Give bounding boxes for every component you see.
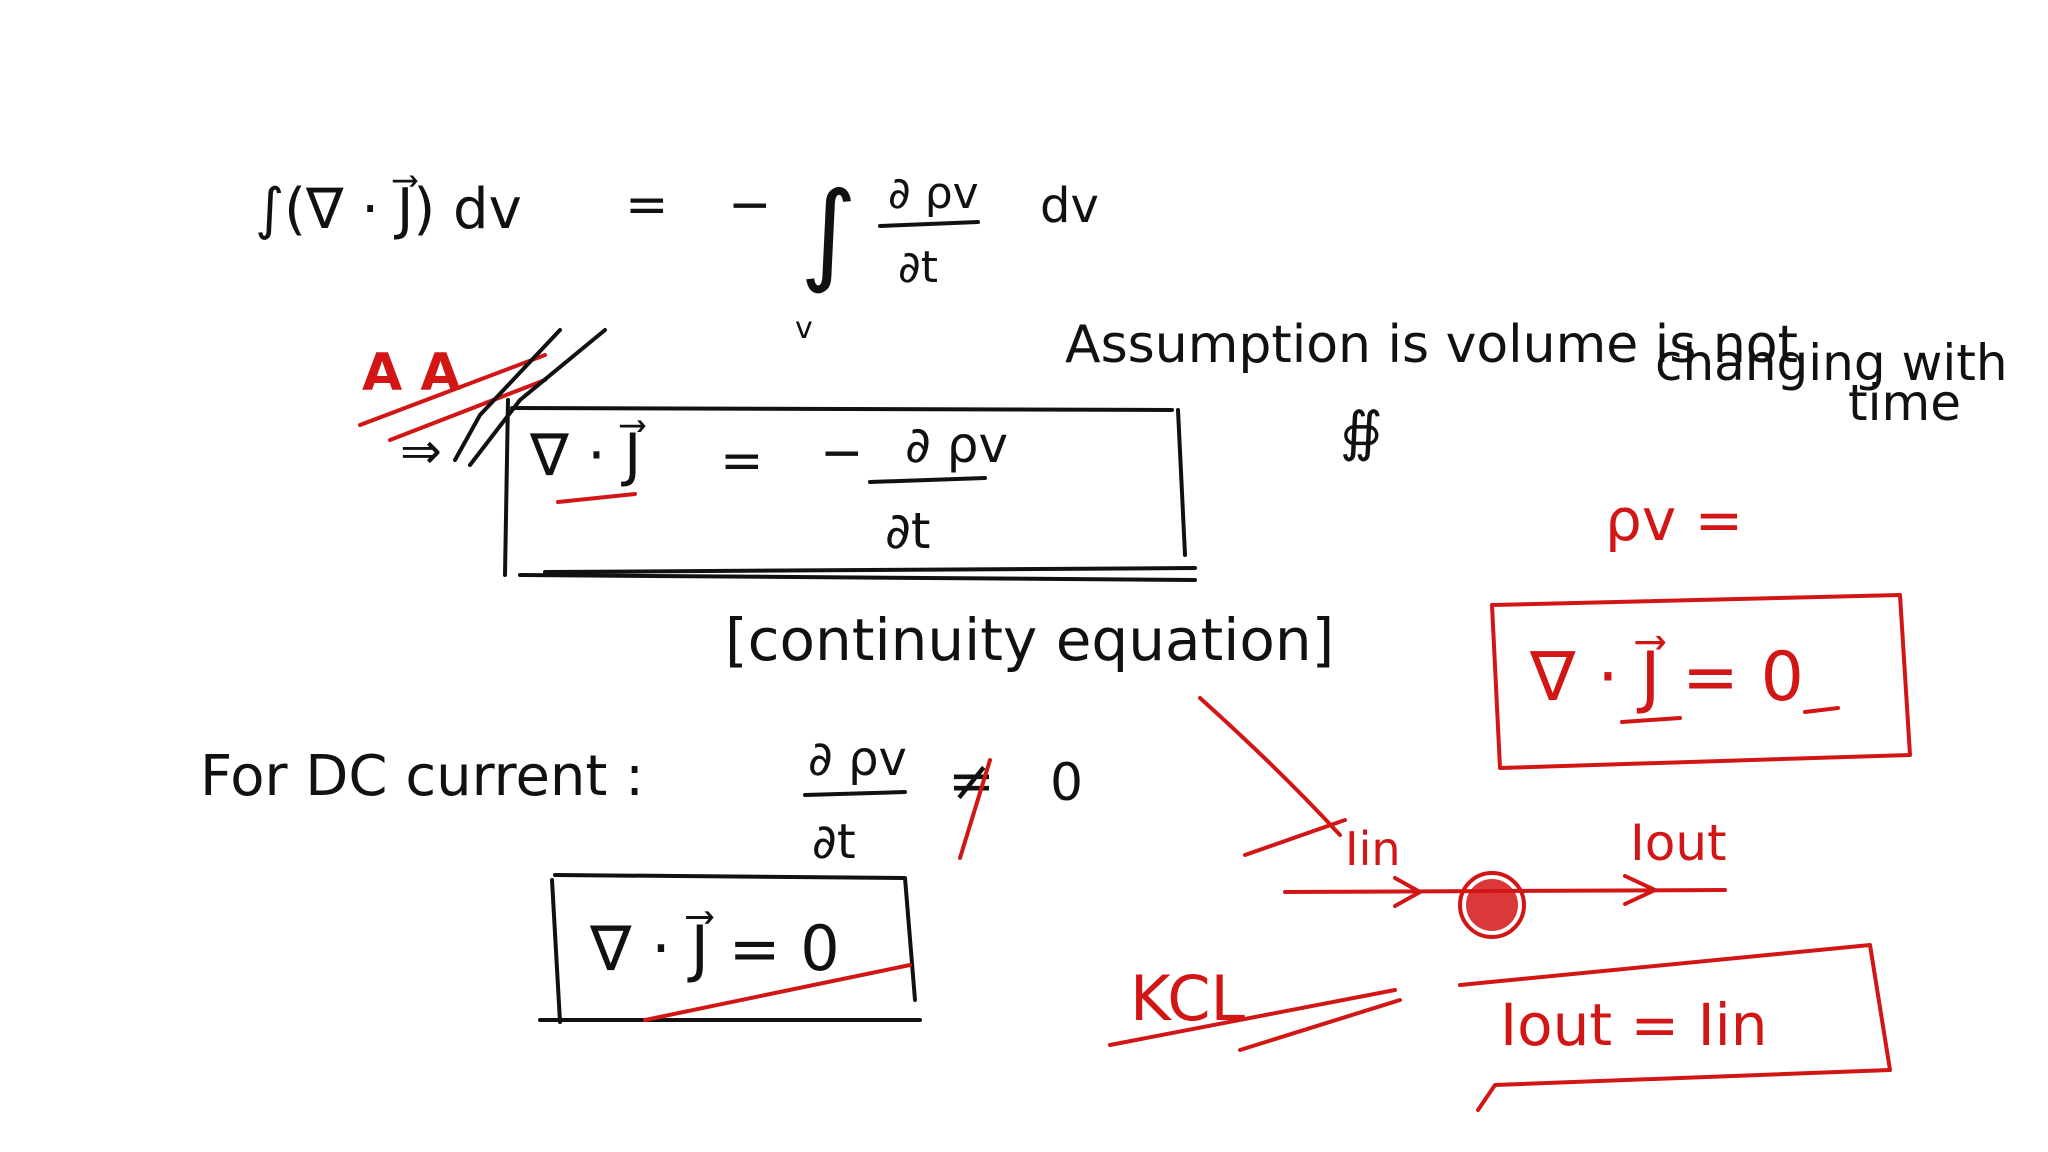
continuity-equals: = (720, 431, 764, 491)
continuity-fraction-bar (868, 476, 987, 484)
kcl-strike-2 (1238, 998, 1402, 1052)
in-arrow-head (1393, 876, 1422, 908)
assumption-note: Assumption is volume is not changing wit… (1065, 315, 2008, 463)
continuity-underline (556, 492, 637, 504)
kcl-node (1466, 879, 1518, 931)
integral-tick: v (795, 311, 813, 346)
dc-red-strike (643, 963, 912, 1022)
integral-lhs: ∫(∇ · J⃗) dv (255, 175, 522, 242)
dc-neq: ≠ (948, 749, 995, 814)
dc-box-frame (538, 873, 922, 1024)
dc-red-slash (958, 758, 992, 860)
dc-denominator: ∂t (812, 814, 856, 870)
dc-boxed-equation: ∇ · J⃗ = 0 (589, 912, 840, 985)
red-underline-zero (1803, 706, 1840, 714)
strike-line-1 (358, 353, 547, 427)
assumption-line-1: Assumption is volume is not (1065, 315, 1798, 375)
dc-zero: 0 (1050, 753, 1083, 813)
red-rho-label: ρv = (1605, 486, 1743, 554)
kcl-box-frame (1458, 943, 1892, 1112)
integral-minus: − (728, 175, 772, 235)
integral-fraction-bar (878, 220, 980, 228)
integral-equals: = (625, 175, 669, 235)
continuity-denominator: ∂t (885, 502, 930, 560)
continuity-numerator: ∂ ρv (905, 416, 1008, 474)
kcl-strike-1 (1108, 988, 1397, 1047)
continuity-equation-box: ∇ · J⃗ = − ∂ ρv ∂t [continuity equation] (503, 398, 1334, 674)
kcl-diagram: Iin Iout KCL Iout = Iin (1108, 696, 1892, 1112)
black-strike-scribble (453, 328, 607, 467)
continuity-label: [continuity equation] (725, 606, 1334, 674)
assumption-line-2: changing with (1655, 334, 2008, 392)
integral-sign: ∫ (800, 168, 857, 296)
continuity-lhs: ∇ · J⃗ (529, 419, 646, 489)
dc-numerator: ∂ ρv (808, 731, 907, 787)
red-divergence-box (1490, 593, 1912, 770)
iin-strike (1243, 818, 1347, 857)
integral-dv: dv (1040, 178, 1099, 234)
red-underline-j (1620, 716, 1682, 724)
continuity-box-frame (503, 398, 1197, 582)
red-box-equation: ∇ · J⃗ = 0 (1529, 636, 1804, 717)
assumption-line-3: time (1848, 374, 1961, 432)
scribble-mark: ∯ (1340, 400, 1383, 463)
iout-label: Iout (1630, 814, 1727, 872)
out-arrow-head (1623, 874, 1657, 906)
dc-current-label: For DC current : (200, 744, 644, 809)
integral-numerator: ∂ ρv (888, 168, 979, 219)
dc-fraction-bar (803, 790, 907, 797)
iin-label: Iin (1345, 822, 1401, 876)
dc-current-section: For DC current : ∂ ρv ∂t ≠ 0 ∇ · J⃗ = 0 (200, 731, 1083, 1024)
pointer-curve (1198, 696, 1342, 837)
integral-denominator: ∂t (898, 242, 938, 293)
strike-line-2 (388, 378, 547, 442)
kcl-boxed-equation: Iout = Iin (1500, 991, 1768, 1059)
integral-equation: ∫(∇ · J⃗) dv = − ∫ ∂ ρv ∂t dv v (255, 168, 1099, 346)
implies-arrow: ⇒ (400, 422, 442, 480)
kcl-node-ring (1458, 871, 1526, 939)
red-divergence-section: ρv = ∇ · J⃗ = 0 (1490, 486, 1912, 770)
continuity-minus: − (820, 423, 864, 483)
crossed-out-marks: A A ⇒ (358, 328, 607, 480)
